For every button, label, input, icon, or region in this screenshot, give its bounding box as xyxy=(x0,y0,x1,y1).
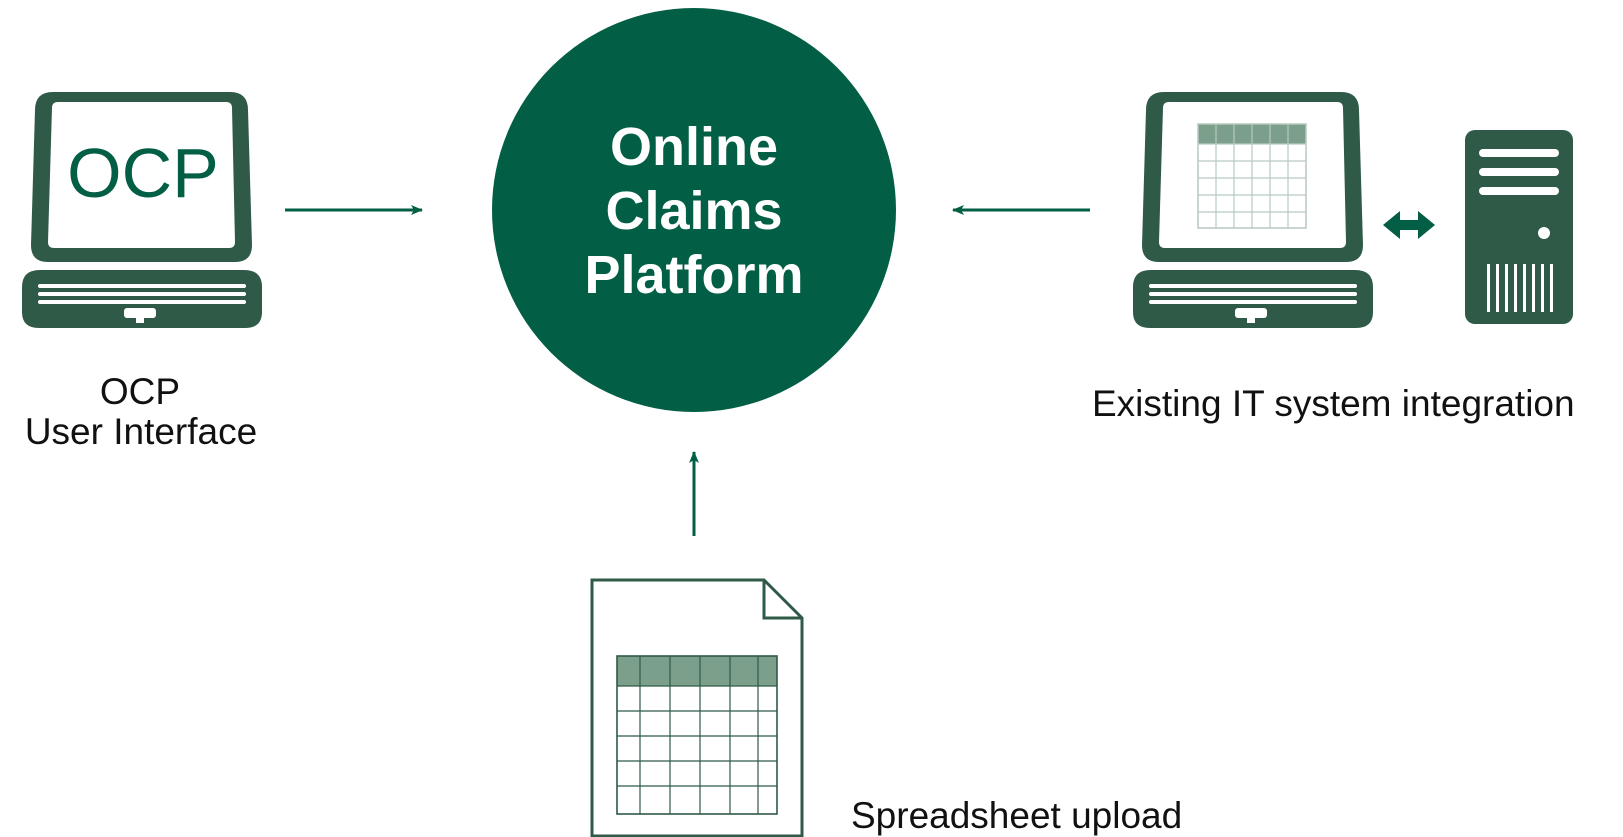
ocp-screen-logo: OCP xyxy=(67,134,219,212)
platform-title: Online Claims Platform xyxy=(494,115,894,307)
platform-circle xyxy=(492,8,896,412)
double-arrow-icon xyxy=(1383,211,1435,239)
ocp-ui-label-line-1: OCP xyxy=(99,371,181,412)
spreadsheet-file-icon xyxy=(590,578,804,837)
mini-spreadsheet-icon xyxy=(1197,123,1307,229)
spreadsheet-upload-label: Spreadsheet upload xyxy=(851,795,1183,836)
laptop-icon xyxy=(22,92,262,328)
platform-title-line: Online xyxy=(609,117,778,177)
ocp-ui-label-line-2: User Interface xyxy=(24,411,258,452)
platform-title-line: Platform xyxy=(584,245,804,305)
platform-title-line: Claims xyxy=(605,181,783,241)
it-integration-label: Existing IT system integration xyxy=(1092,383,1575,424)
server-tower-icon xyxy=(1465,130,1573,324)
